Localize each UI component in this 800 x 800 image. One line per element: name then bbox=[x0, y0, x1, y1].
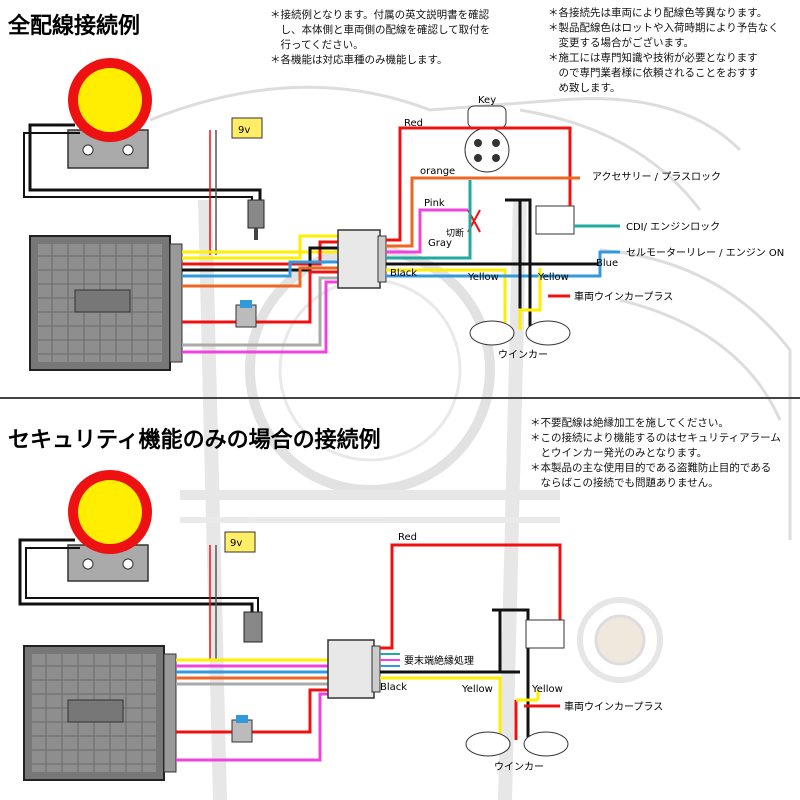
section1-note-left: ＊接続例となります。付属の英文説明書を確認 し、本体側と車両側の配線を確認して取… bbox=[270, 9, 491, 66]
battery-label: 9v bbox=[238, 125, 250, 136]
winker-label: ウインカー bbox=[498, 349, 548, 361]
section2-title: セキュリティ機能のみの場合の接続例 bbox=[8, 428, 381, 453]
yellow-wire-label-4: Yellow bbox=[531, 684, 563, 695]
insulation-label: 要末端絶縁処理 bbox=[404, 654, 474, 667]
siren-icon bbox=[67, 58, 152, 169]
key-switch-icon bbox=[464, 105, 510, 173]
red-wire-label-2: Red bbox=[398, 532, 417, 543]
control-unit-icon-2 bbox=[23, 645, 177, 781]
cut-label: 切断 bbox=[446, 227, 464, 239]
section1-note-right: ＊各接続先は車両により配線色等異なります。 ＊製品配線色はロットや入荷時期により… bbox=[548, 7, 779, 94]
control-unit-icon bbox=[29, 235, 183, 371]
section1-diagram: 9v Key Red orange Pink 切断 Gray Black Yel… bbox=[23, 58, 784, 371]
winker-plus-label-2: 車両ウインカープラス bbox=[564, 700, 663, 713]
starter-label: セルモーターリレー / エンジン ON bbox=[626, 247, 784, 259]
siren-icon-2 bbox=[67, 470, 152, 582]
pink-wire-label: Pink bbox=[424, 198, 445, 209]
section2-note: ＊不要配線は絶縁加工を施してください。 ＊この接続により機能するのはセキュリティ… bbox=[530, 417, 781, 489]
winker-plus-label: 車両ウインカープラス bbox=[574, 290, 673, 303]
winker-bulbs-icon bbox=[469, 320, 571, 346]
black-wire-label-2: Black bbox=[380, 682, 407, 693]
key-label: Key bbox=[478, 95, 496, 106]
battery-label-2: 9v bbox=[230, 538, 242, 549]
red-wire-label: Red bbox=[404, 118, 423, 129]
yellow-wire-label-2: Yellow bbox=[537, 272, 569, 283]
winker-label-2: ウインカー bbox=[494, 761, 544, 773]
orange-wire-label: orange bbox=[420, 166, 455, 177]
section1-title: 全配線接続例 bbox=[8, 14, 141, 39]
accessory-label: アクセサリー / プラスロック bbox=[592, 171, 721, 183]
yellow-wire-label-3: Yellow bbox=[461, 684, 493, 695]
blue-wire-label: Blue bbox=[596, 258, 618, 269]
gray-wire-label: Gray bbox=[428, 238, 452, 249]
black-wire-label: Black bbox=[390, 268, 417, 279]
cdi-label: CDI/ エンジンロック bbox=[626, 221, 720, 233]
winker-bulbs-icon-2 bbox=[465, 731, 569, 757]
yellow-wire-label-1: Yellow bbox=[467, 272, 499, 283]
